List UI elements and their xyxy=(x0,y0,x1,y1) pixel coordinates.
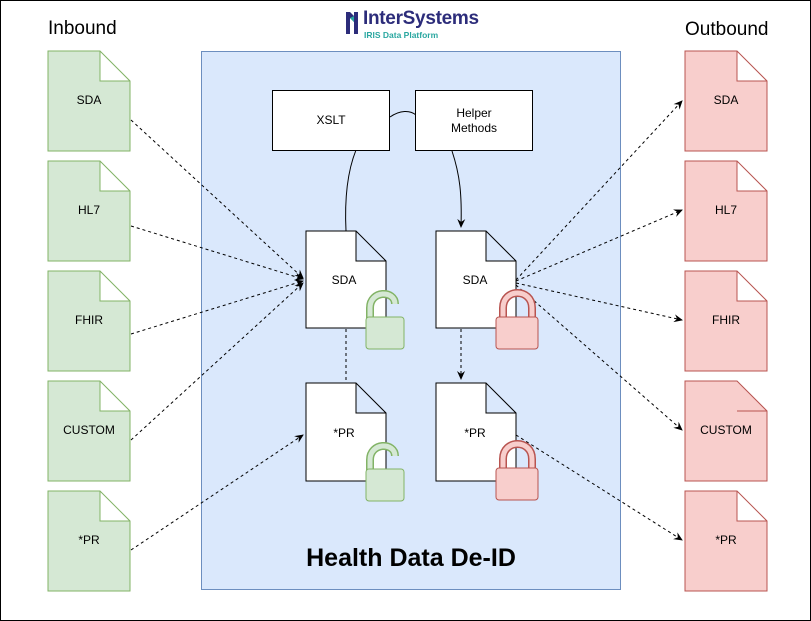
outbound-doc-pr xyxy=(684,490,768,592)
inbound-label-pr: *PR xyxy=(78,533,100,547)
outbound-doc-custom xyxy=(684,380,768,482)
intersystems-logo-icon xyxy=(346,12,358,34)
open-padlock-icon xyxy=(365,442,405,502)
inbound-doc-custom xyxy=(47,380,131,482)
outbound-doc-sda xyxy=(684,50,768,152)
logo-name: InterSystems xyxy=(363,8,479,29)
xslt-box: XSLT xyxy=(272,90,390,151)
outbound-doc-hl7 xyxy=(684,160,768,262)
outbound-arrows xyxy=(515,100,683,541)
closed-padlock-icon xyxy=(495,440,539,501)
sda-outbound-doc xyxy=(435,230,517,329)
closed-padlock-icon xyxy=(495,289,539,350)
inbound-label-custom: CUSTOM xyxy=(63,423,115,437)
inbound-documents xyxy=(47,50,131,592)
inbound-doc-hl7 xyxy=(47,160,131,262)
inbound-doc-fhir xyxy=(47,270,131,372)
de-id-panel xyxy=(201,51,621,590)
outbound-doc-fhir xyxy=(684,270,768,372)
inbound-label-hl7: HL7 xyxy=(77,203,100,217)
pr-inbound-label: *PR xyxy=(333,426,355,440)
panel-title: Health Data De-ID xyxy=(306,544,516,572)
inbound-label-fhir: FHIR xyxy=(75,313,103,327)
outbound-label-pr: *PR xyxy=(715,533,737,547)
inbound-heading: Inbound xyxy=(48,18,117,39)
helper-methods-box: Helper Methods xyxy=(415,90,533,151)
outbound-label-sda: SDA xyxy=(713,93,739,107)
outbound-label-hl7: HL7 xyxy=(714,203,737,217)
vertical-connectors xyxy=(345,329,465,381)
outbound-label-custom: CUSTOM xyxy=(700,423,752,437)
pr-outbound-label: *PR xyxy=(464,426,486,440)
inbound-doc-sda xyxy=(47,50,131,152)
outbound-label-fhir: FHIR xyxy=(712,313,740,327)
center-documents xyxy=(305,230,517,482)
open-padlock-icon xyxy=(365,290,405,350)
logo-tagline: IRIS Data Platform xyxy=(364,30,439,40)
inbound-label-sda: SDA xyxy=(76,93,102,107)
inbound-arrows xyxy=(130,119,304,551)
inbound-doc-pr xyxy=(47,490,131,592)
outbound-heading: Outbound xyxy=(685,19,769,40)
sda-inbound-label: SDA xyxy=(331,273,357,287)
outbound-documents xyxy=(684,50,768,592)
sda-outbound-label: SDA xyxy=(462,273,488,287)
process-connectors xyxy=(345,111,466,232)
